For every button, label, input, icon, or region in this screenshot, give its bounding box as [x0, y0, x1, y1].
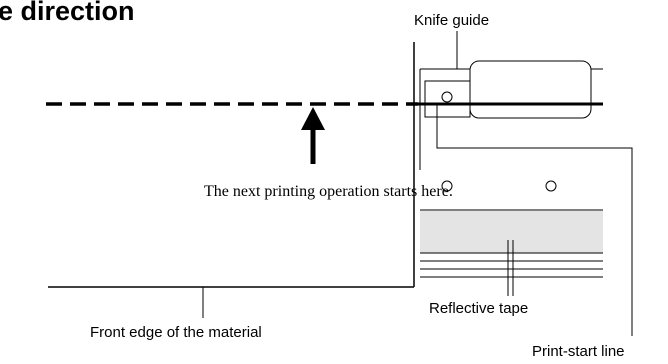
arrow-up-icon — [301, 107, 325, 130]
knife-guide-block — [469, 60, 592, 119]
reflective-tape — [420, 211, 603, 253]
print-start-leader — [436, 104, 633, 336]
print-start-line-label: Print-start line — [532, 343, 625, 360]
hole-left — [441, 180, 453, 192]
hole-right — [545, 180, 557, 192]
reflective-tape-label: Reflective tape — [429, 300, 529, 317]
title-fragment: e direction — [0, 0, 135, 26]
knife-guide-label: Knife guide — [414, 12, 490, 29]
sensor-hole — [441, 91, 453, 103]
next-print-label: The next printing operation starts here. — [204, 183, 453, 200]
front-edge-label: Front edge of the material — [90, 324, 262, 341]
